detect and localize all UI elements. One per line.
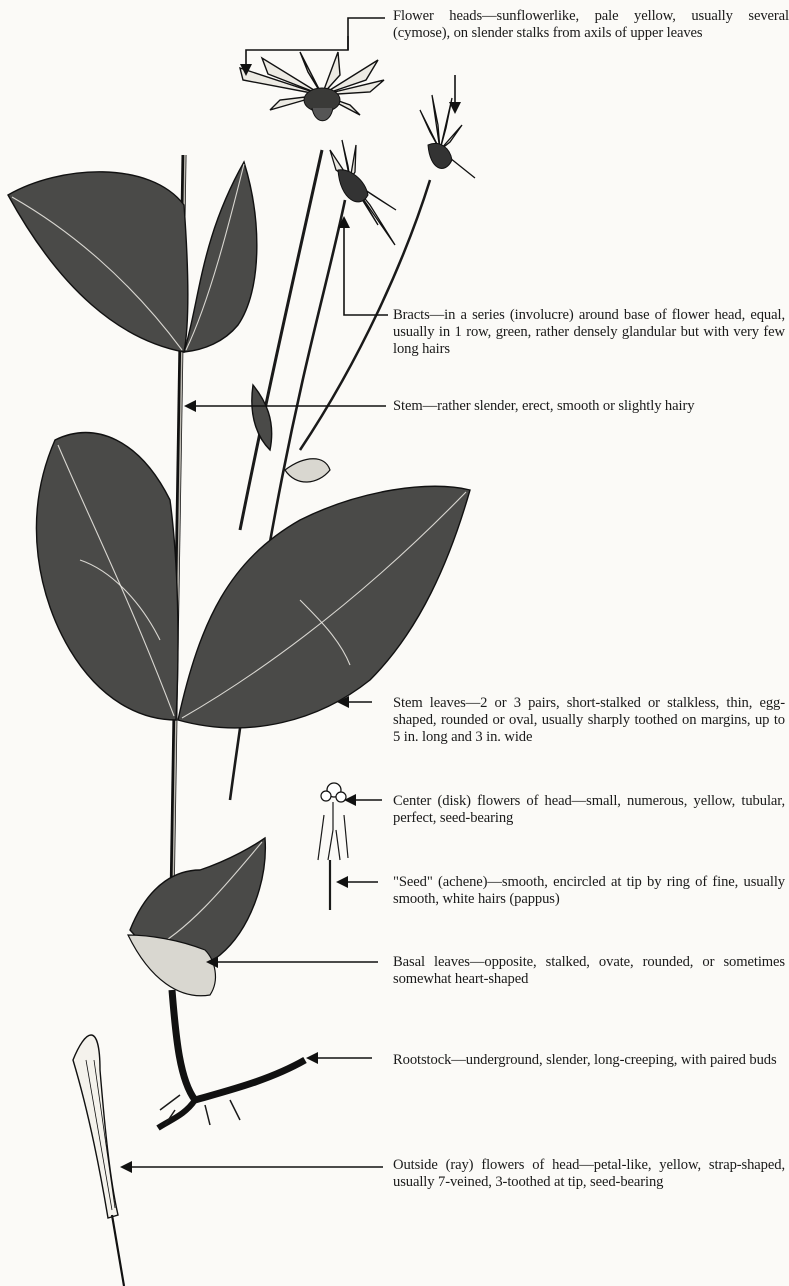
rootstock-pointer xyxy=(306,1052,372,1064)
stem-label: Stem—rather slender, erect, smooth or sl… xyxy=(393,398,785,415)
ray-flowers-pointer xyxy=(120,1161,383,1173)
bracts-pointer xyxy=(338,216,388,315)
disk-flowers-label: Center (disk) flowers of head—small, num… xyxy=(393,793,785,827)
stem-leaf-pair xyxy=(36,433,470,728)
upper-leaf-pair xyxy=(8,162,257,352)
seed-pointer xyxy=(336,876,378,888)
flower-head-left xyxy=(240,52,384,121)
stem-pointer xyxy=(184,400,386,412)
basal-leaves-label: Basal leaves—opposite, stalked, ovate, r… xyxy=(393,954,785,988)
rootstock-label: Rootstock—underground, slender, long-cre… xyxy=(393,1052,785,1069)
flower-head-right xyxy=(420,95,475,178)
stem-leaves-label: Stem leaves—2 or 3 pairs, short-stalked … xyxy=(393,695,785,745)
seed-label: "Seed" (achene)—smooth, encircled at tip… xyxy=(393,874,785,908)
disk-flower-sketch xyxy=(318,783,348,910)
basal-leaves-pointer xyxy=(206,956,378,968)
bracts-label: Bracts—in a series (involucre) around ba… xyxy=(393,307,785,357)
flower-head-middle xyxy=(330,140,396,245)
ray-flower-sketch xyxy=(73,1035,124,1286)
rootstock xyxy=(158,990,305,1128)
disk-flowers-pointer xyxy=(344,794,382,806)
ray-flowers-label: Outside (ray) flowers of head—petal-like… xyxy=(393,1157,785,1191)
basal-leaves xyxy=(128,838,265,996)
flower-heads-label: Flower heads—sunflowerlike, pale yellow,… xyxy=(393,8,789,42)
